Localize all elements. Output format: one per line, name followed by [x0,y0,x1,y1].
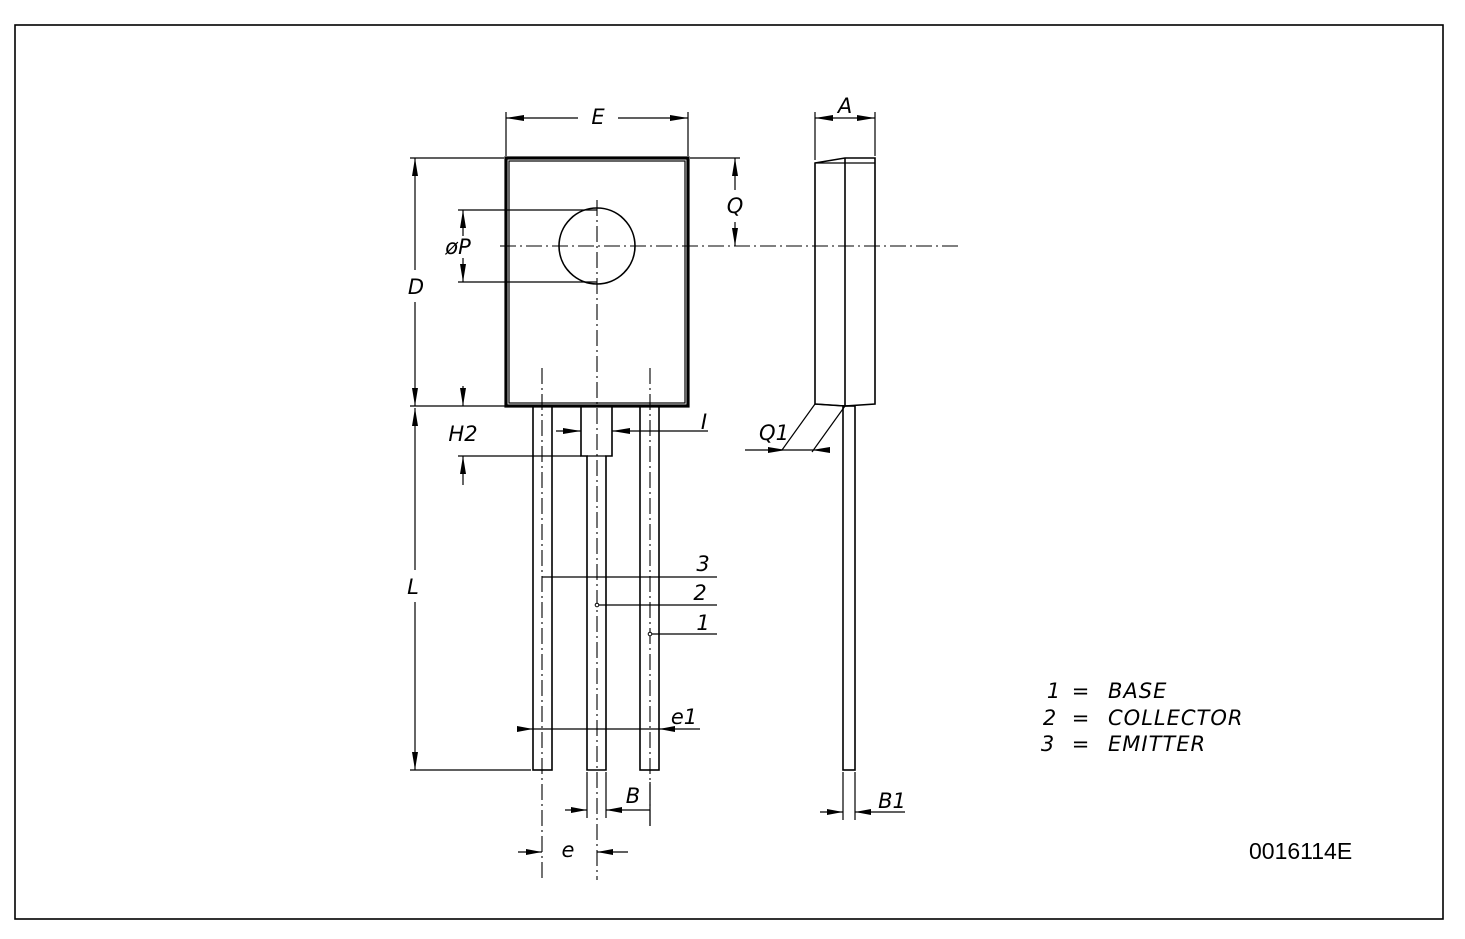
label-Q: Q [727,194,744,218]
legend-1-eq: = [1072,679,1091,703]
legend-2-number: 2 [1043,706,1057,730]
pin-number-2: 2 [693,581,706,605]
lead-2-outline [580,406,613,771]
dimension-lines [410,112,905,855]
label-e1: e1 [671,705,697,729]
pin-legend: 1 = BASE 2 = COLLECTOR 3 = EMITTER [1041,679,1243,756]
legend-2-name: COLLECTOR [1108,706,1243,730]
label-L: L [407,575,419,599]
side-view [814,157,876,771]
side-lead [842,405,856,771]
pin-numbers: 3 2 1 [693,552,709,635]
pin-number-3: 3 [696,552,709,576]
drawing-code: 0016114E [1249,838,1352,864]
legend-1-number: 1 [1047,679,1061,703]
legend-3-number: 3 [1041,732,1055,756]
label-B1: B1 [878,789,906,813]
front-view [500,156,960,880]
legend-3-eq: = [1072,732,1091,756]
label-Q1: Q1 [759,421,789,445]
label-H2: H2 [448,422,477,446]
label-B: B [626,784,640,808]
drawing-frame [14,24,1444,920]
legend-2-eq: = [1072,706,1091,730]
label-I: I [701,410,707,434]
label-D: D [408,275,424,299]
label-e: e [562,838,575,862]
label-A: A [836,94,852,118]
legend-3-name: EMITTER [1108,732,1206,756]
pin-number-1: 1 [696,611,709,635]
label-P: øP [444,235,471,259]
dimension-labels: E A Q øP D H2 I Q1 L e1 B B1 e [407,94,906,862]
legend-1-name: BASE [1108,679,1167,703]
label-E: E [591,105,605,129]
